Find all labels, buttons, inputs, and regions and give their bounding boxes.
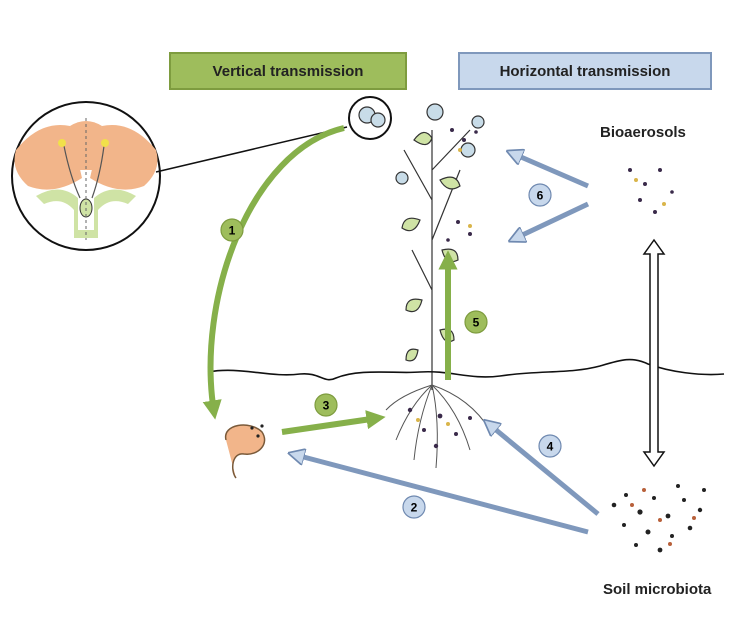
step-number: 2: [411, 501, 418, 515]
step-number: 4: [547, 440, 554, 454]
arrow-2: [296, 455, 589, 535]
flower-cross-section: [11, 101, 161, 251]
arrow-6a: [514, 154, 589, 189]
horizontal-transmission-label: Horizontal transmission: [458, 52, 712, 90]
exchange-double-arrow: [642, 238, 666, 468]
plant-illustration: [358, 103, 485, 390]
step-badge-3: 3: [314, 393, 338, 417]
vertical-transmission-label: Vertical transmission: [169, 52, 407, 90]
plant-roots: [385, 384, 491, 469]
arrow-4: [490, 425, 600, 516]
soil-surface-line: [207, 358, 725, 381]
step-badge-4: 4: [538, 434, 562, 458]
arrow-3: [281, 410, 386, 435]
arrow-1: [202, 125, 345, 420]
seed-illustration: [225, 424, 266, 479]
magnifier-connector-line: [155, 126, 348, 173]
bioaerosols-label: Bioaerosols: [600, 124, 686, 141]
step-badge-1: 1: [220, 218, 244, 242]
step-badge-6: 6: [528, 183, 552, 207]
step-number: 1: [229, 224, 236, 238]
step-number: 3: [323, 399, 330, 413]
step-badge-2: 2: [402, 495, 426, 519]
soil-microbiota-label: Soil microbiota: [603, 581, 712, 598]
step-number: 5: [473, 316, 480, 330]
microbe-clusters: [407, 128, 706, 553]
arrow-6b: [516, 201, 590, 238]
step-badge-5: 5: [464, 310, 488, 334]
step-number: 6: [537, 189, 544, 203]
flower-highlight-circle: [348, 96, 392, 140]
